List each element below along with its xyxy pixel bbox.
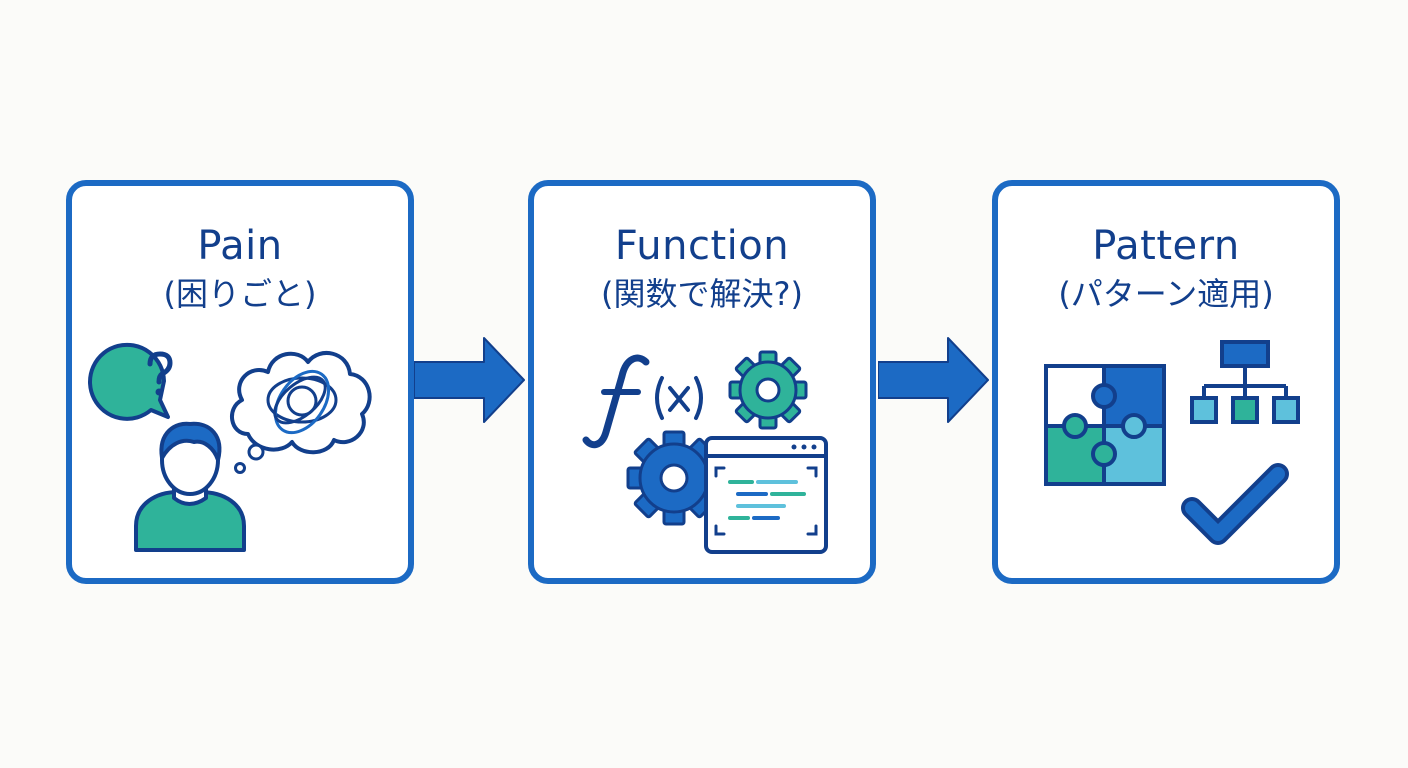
function-fx-icon: [582, 354, 703, 449]
question-bubble-icon: [88, 342, 173, 421]
tangled-thought-cloud-icon: [230, 351, 372, 474]
flow-arrow-2: [878, 337, 989, 423]
pain-illustration: [88, 342, 372, 552]
pattern-card: Pattern (パターン適用): [992, 180, 1340, 584]
pattern-subtitle: (パターン適用): [1058, 275, 1274, 313]
person-icon: [134, 421, 246, 552]
function-illustration: [582, 350, 828, 554]
flow-arrow-1: [414, 337, 525, 423]
pattern-illustration: [1044, 340, 1300, 545]
puzzle-icon: [1044, 364, 1166, 486]
pain-card: Pain (困りごと): [66, 180, 414, 584]
gear-icon: [728, 350, 808, 430]
function-subtitle: (関数で解決?): [601, 275, 803, 313]
function-card: Function (関数で解決?): [528, 180, 876, 584]
code-window-icon: [704, 436, 828, 554]
pattern-title: Pattern: [1092, 223, 1240, 269]
pain-subtitle: (困りごと): [163, 275, 317, 313]
pain-title: Pain: [197, 223, 283, 269]
hierarchy-icon: [1190, 340, 1300, 424]
function-title: Function: [614, 223, 790, 269]
checkmark-icon: [1181, 463, 1289, 545]
